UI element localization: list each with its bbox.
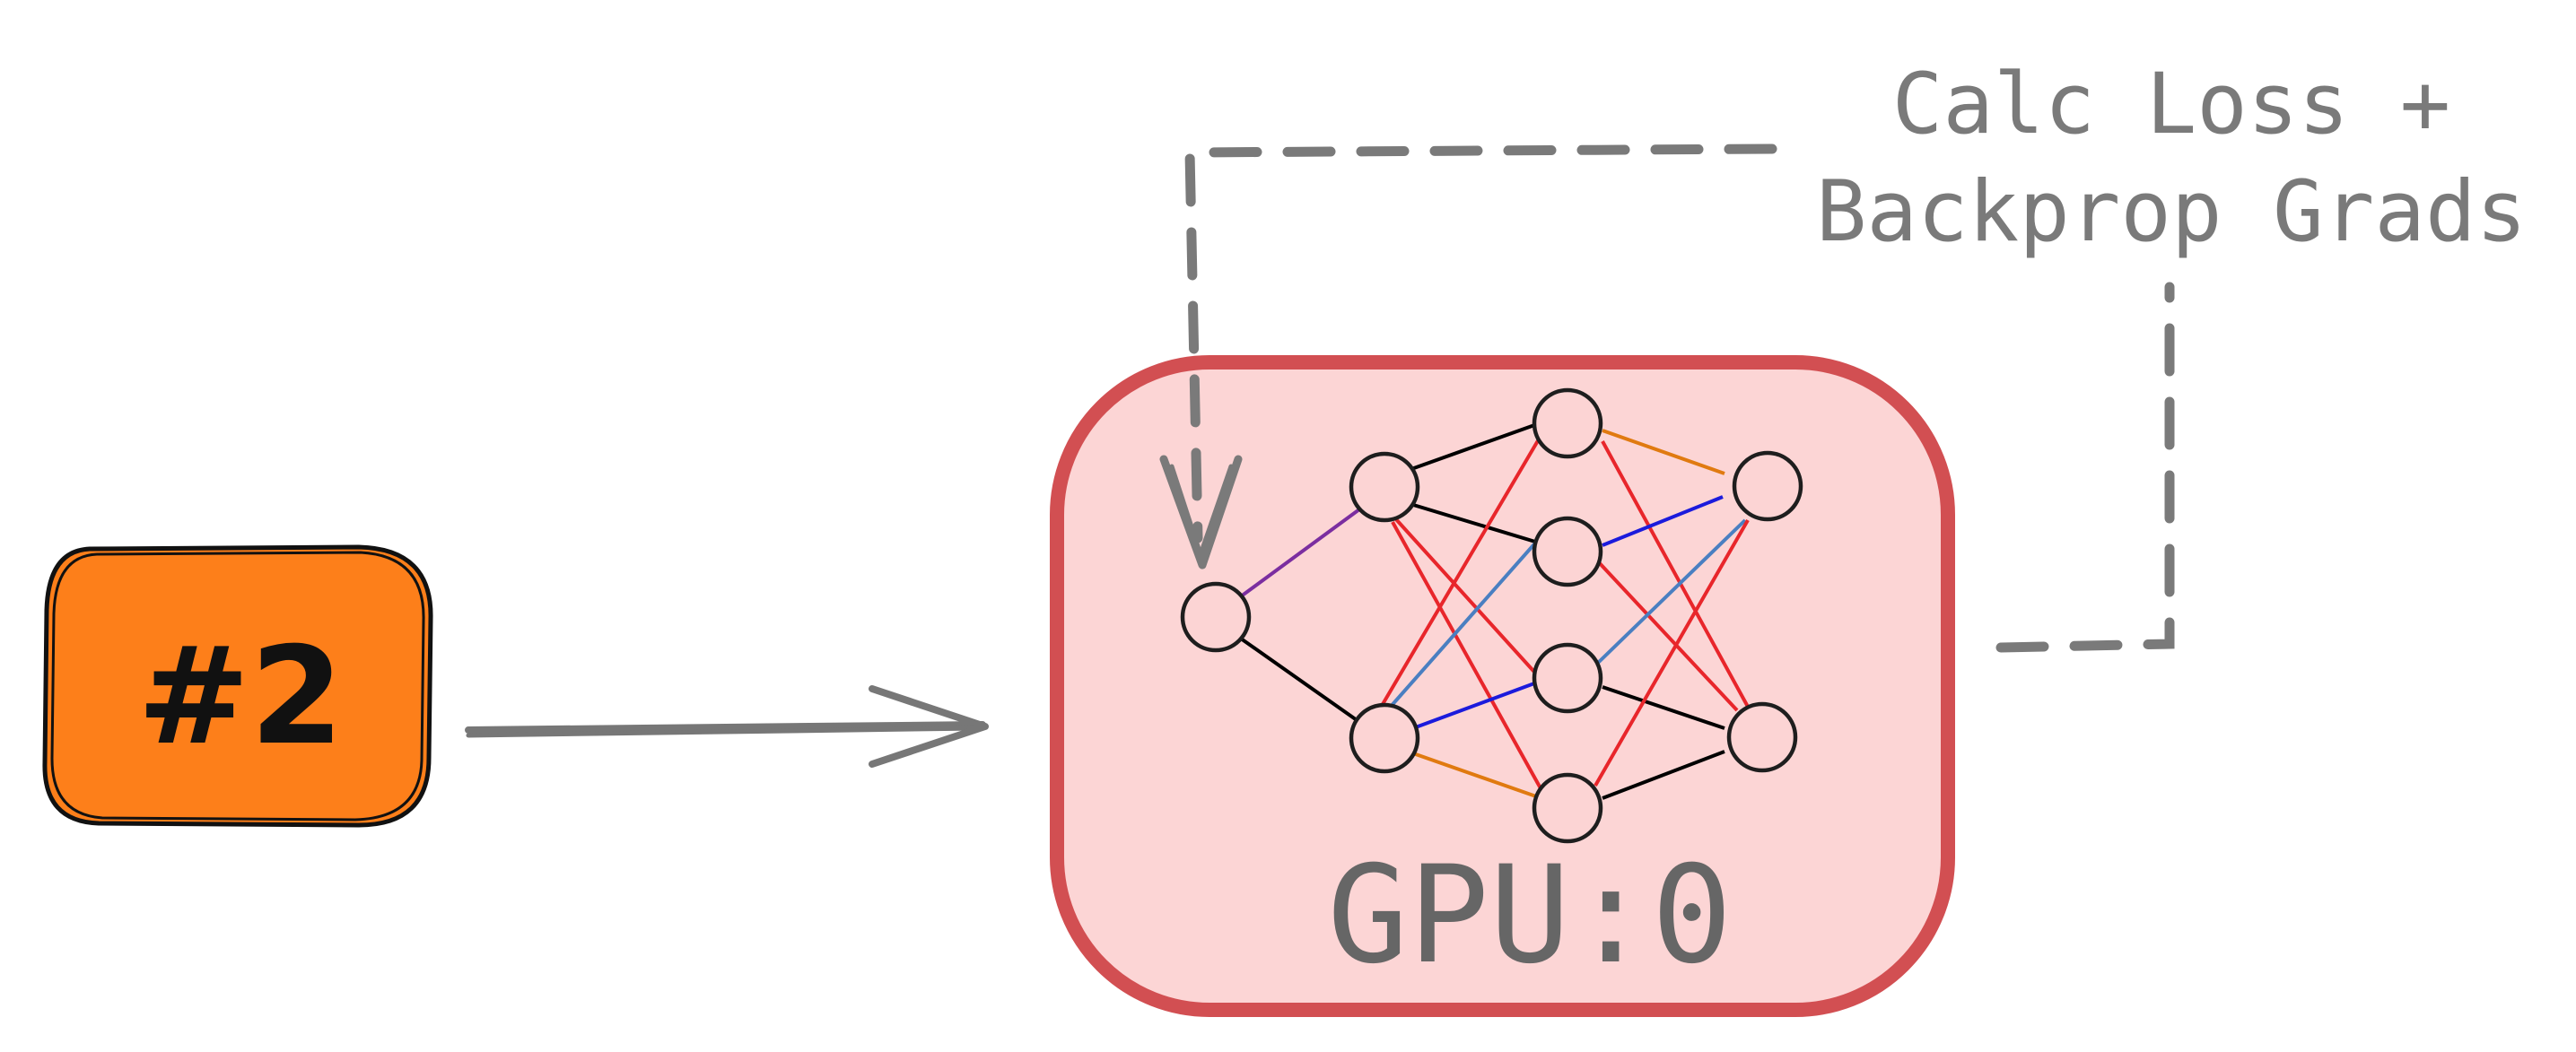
nn-edge	[1391, 521, 1547, 797]
backprop-loop-path	[1995, 282, 2175, 653]
nn-hidden2-node	[1532, 387, 1603, 459]
backprop-arrow-head	[1159, 455, 1243, 569]
backprop-loop	[1159, 143, 2175, 653]
batch-box-sketch-outline	[50, 551, 425, 822]
nn-hidden2-node	[1532, 642, 1603, 714]
nn-hidden2-node	[1532, 772, 1603, 844]
neural-network	[1180, 387, 1803, 844]
nn-edge	[1601, 440, 1750, 708]
batch-to-gpu-arrow	[465, 685, 989, 768]
nn-edge	[1602, 750, 1725, 800]
nn-output-node	[1732, 450, 1803, 522]
batch-box: #2	[42, 544, 433, 828]
nn-edge	[1239, 637, 1361, 724]
nn-edge	[1602, 685, 1725, 730]
arrow-shaft-sketch	[466, 726, 981, 738]
nn-edge	[1239, 508, 1361, 598]
nn-edge	[1412, 682, 1535, 730]
loss-label-line2: Backprop Grads	[1816, 163, 2527, 261]
nn-hidden2-node	[1532, 516, 1603, 587]
loss-label-line1: Calc Loss +	[1892, 56, 2451, 153]
nn-edge	[1387, 529, 1548, 710]
gpu-box: GPU:0	[1050, 355, 1955, 1017]
nn-edge	[1594, 519, 1750, 787]
nn-input-node	[1180, 581, 1252, 653]
nn-edge	[1412, 752, 1537, 798]
batch-box-fill	[42, 544, 433, 828]
nn-output-node	[1726, 701, 1798, 773]
gpu-box-frame	[1050, 355, 1955, 1017]
nn-edge	[1410, 422, 1538, 471]
nn-hidden1-node	[1349, 451, 1420, 523]
arrow-shaft	[465, 721, 986, 734]
backprop-loop-top	[1184, 143, 1777, 543]
batch-label: #2	[137, 619, 344, 775]
nn-edge	[1602, 429, 1725, 475]
backprop-arrow-head-sketch	[1169, 464, 1234, 557]
nn-edge	[1602, 495, 1724, 547]
nn-edge	[1595, 518, 1747, 665]
arrow-head	[869, 685, 989, 768]
nn-edge	[1377, 436, 1541, 712]
nn-edge	[1410, 502, 1536, 543]
gpu-label: GPU:0	[1327, 838, 1733, 994]
nn-hidden1-node	[1349, 702, 1420, 774]
nn-edge	[1595, 559, 1739, 712]
nn-edge	[1393, 517, 1543, 682]
